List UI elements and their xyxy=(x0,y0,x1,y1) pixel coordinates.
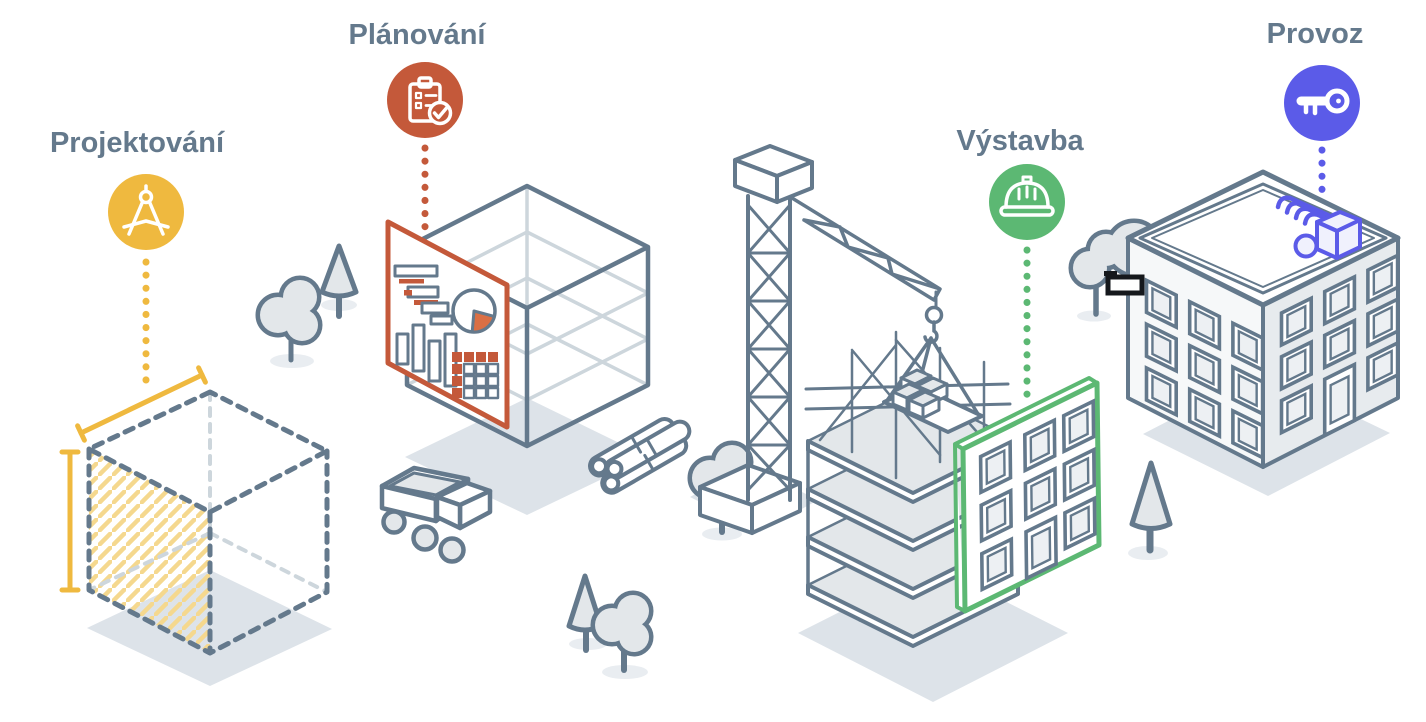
entrance-door xyxy=(1325,365,1355,436)
facade-panel xyxy=(955,378,1099,611)
office-building xyxy=(1104,169,1398,467)
tower-crane xyxy=(698,144,944,535)
gantt-bars xyxy=(393,264,454,326)
phase-label-planovani: Plánování xyxy=(349,19,487,51)
wall-sign xyxy=(1104,271,1145,296)
tree-round xyxy=(255,275,323,368)
finished-building xyxy=(1068,169,1398,496)
crane-load-bricks xyxy=(882,336,984,434)
dimension-lines xyxy=(59,365,208,593)
tree-pine xyxy=(1128,460,1173,560)
hatched-face xyxy=(89,449,210,653)
dashed-blueprint-cube xyxy=(59,365,332,686)
pie-chart xyxy=(451,288,497,334)
phase-badge-provoz xyxy=(1284,65,1360,141)
clipboard-check-icon xyxy=(408,76,453,126)
phase-badge-planovani xyxy=(387,62,463,138)
phase-badge-projektovani xyxy=(108,174,184,250)
tree-round xyxy=(590,590,654,679)
phase-label-vystavba: Výstavba xyxy=(956,125,1084,157)
tower-crane-construction-site xyxy=(687,144,1173,702)
phase-badge-vystavba xyxy=(989,164,1065,240)
cube-dashed-edges xyxy=(86,389,330,656)
phase-label-projektovani: Projektování xyxy=(50,127,225,159)
planning-dashboard-panel xyxy=(385,219,510,430)
tree-pine xyxy=(319,243,359,319)
rooftop-hvac-unit xyxy=(1275,195,1362,260)
hard-hat-icon xyxy=(999,175,1055,217)
calendar-grid xyxy=(452,352,500,400)
planning-dashboard-cube xyxy=(255,183,692,679)
pipes-stack xyxy=(588,416,692,495)
key-icon xyxy=(1296,88,1350,116)
dump-truck xyxy=(379,465,493,564)
drafting-compass-icon xyxy=(122,184,170,236)
bricks xyxy=(891,368,949,420)
phase-label-provoz: Provoz xyxy=(1267,18,1364,50)
